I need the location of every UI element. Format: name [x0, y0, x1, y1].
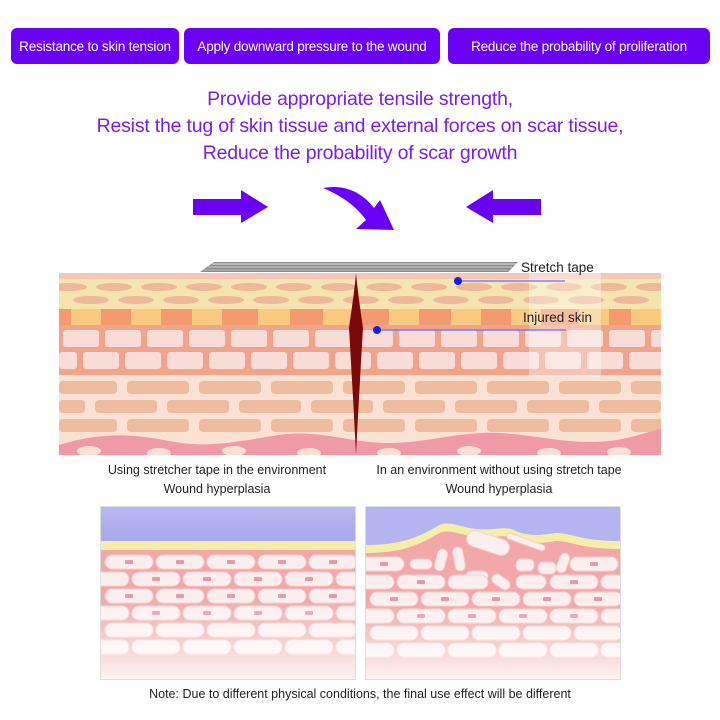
skin-layers-illustration [59, 273, 661, 455]
badge-label: Resistance to skin tension [19, 38, 171, 54]
arrow-right-icon [193, 190, 268, 223]
scar-hyperplasia-illustration [366, 507, 620, 679]
panel-with-tape [100, 506, 356, 680]
arrow-left-icon [466, 190, 541, 223]
panel-without-tape [365, 506, 621, 680]
disclaimer-note: Note: Due to different physical conditio… [149, 687, 571, 701]
badge-reduce-proliferation: Reduce the probability of proliferation [448, 28, 710, 64]
skin-cross-section [59, 273, 661, 455]
caption-with-tape-line-1: Using stretcher tape in the environment [107, 463, 327, 477]
caption-without-tape: In an environment without using stretch … [354, 461, 644, 499]
badge-label: Reduce the probability of proliferation [471, 38, 687, 54]
injured-skin-label: Injured skin [523, 310, 593, 325]
caption-without-tape-line-2: Wound hyperplasia [445, 482, 553, 496]
badge-label: Apply downward pressure to the wound [197, 38, 427, 54]
headline-line-2: Resist the tug of skin tissue and extern… [96, 115, 624, 137]
injured-skin-pointer [373, 326, 566, 334]
badge-downward-pressure: Apply downward pressure to the wound [184, 28, 440, 64]
headline-line-1: Provide appropriate tensile strength, [207, 88, 513, 110]
curved-arrow-down-icon [323, 186, 394, 230]
badge-skin-tension: Resistance to skin tension [11, 28, 179, 64]
stretch-tape-label: Stretch tape [521, 260, 594, 275]
stretch-tape-pointer [454, 277, 565, 285]
headline-line-3: Reduce the probability of scar growth [202, 142, 518, 164]
headline: Provide appropriate tensile strength, Re… [0, 86, 720, 167]
flat-skin-illustration [101, 507, 355, 679]
caption-with-tape: Using stretcher tape in the environment … [88, 461, 346, 499]
stretch-tape-strip [200, 262, 518, 272]
caption-without-tape-line-1: In an environment without using stretch … [376, 463, 622, 477]
caption-with-tape-line-2: Wound hyperplasia [163, 482, 271, 496]
